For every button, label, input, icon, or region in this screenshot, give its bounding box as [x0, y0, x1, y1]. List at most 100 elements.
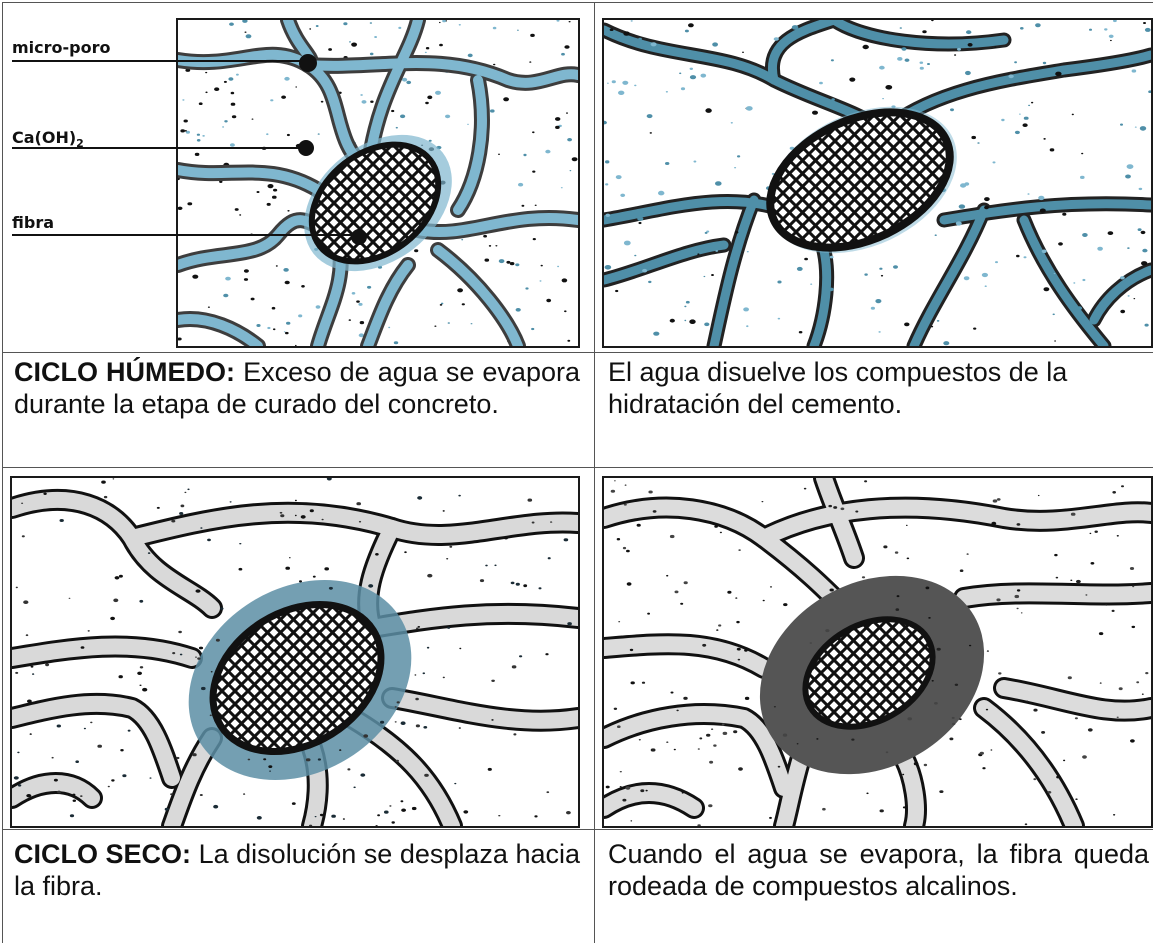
- matrix-speck: [196, 139, 201, 142]
- matrix-speck: [493, 63, 496, 66]
- matrix-speck: [1038, 195, 1045, 201]
- matrix-speck: [229, 22, 234, 26]
- matrix-speck: [139, 684, 142, 686]
- matrix-speck: [195, 589, 201, 593]
- matrix-speck: [959, 718, 962, 721]
- matrix-speck: [353, 786, 356, 789]
- matrix-speck: [417, 626, 421, 628]
- matrix-speck: [389, 805, 392, 807]
- matrix-speck: [305, 758, 311, 762]
- fiber-outline: [308, 141, 442, 265]
- matrix-speck: [623, 240, 631, 246]
- matrix-speck: [958, 204, 966, 209]
- matrix-speck: [954, 683, 959, 686]
- matrix-speck: [531, 521, 535, 524]
- matrix-speck: [648, 490, 653, 494]
- matrix-speck: [906, 557, 910, 560]
- matrix-speck: [819, 81, 823, 85]
- matrix-speck: [564, 310, 567, 313]
- matrix-speck: [605, 183, 609, 186]
- matrix-speck: [1089, 532, 1092, 535]
- matrix-speck: [29, 733, 32, 735]
- matrix-speck: [922, 30, 927, 34]
- matrix-speck: [1076, 579, 1081, 584]
- matrix-speck: [1043, 287, 1050, 292]
- table-divider-row1: [2, 352, 1153, 353]
- matrix-speck: [239, 214, 242, 216]
- matrix-speck: [1075, 798, 1078, 800]
- matrix-speck: [934, 234, 937, 236]
- matrix-speck: [284, 280, 290, 285]
- matrix-speck: [665, 162, 670, 165]
- dissolve-illustration: [604, 20, 1151, 346]
- table-border-top: [2, 2, 1153, 3]
- matrix-speck: [1020, 612, 1023, 614]
- matrix-speck: [1113, 814, 1116, 816]
- matrix-speck: [745, 106, 753, 111]
- matrix-speck: [949, 737, 954, 741]
- matrix-speck: [517, 29, 519, 31]
- matrix-speck: [1052, 313, 1055, 316]
- matrix-speck: [402, 77, 408, 82]
- matrix-speck: [192, 274, 199, 279]
- matrix-speck: [567, 138, 572, 142]
- matrix-speck: [369, 52, 374, 56]
- matrix-speck: [439, 43, 443, 47]
- matrix-speck: [286, 133, 290, 137]
- matrix-speck: [673, 748, 676, 751]
- matrix-speck: [615, 175, 622, 180]
- matrix-speck: [966, 30, 972, 35]
- pore-channel: [1089, 265, 1151, 325]
- matrix-speck: [182, 99, 185, 101]
- matrix-speck: [709, 760, 714, 764]
- matrix-speck: [705, 108, 712, 113]
- matrix-speck: [179, 512, 184, 515]
- matrix-speck: [936, 647, 941, 651]
- matrix-speck: [284, 76, 290, 81]
- matrix-speck: [315, 25, 319, 27]
- matrix-speck: [43, 492, 47, 495]
- matrix-speck: [1087, 728, 1093, 732]
- matrix-speck: [1104, 28, 1108, 31]
- matrix-speck: [971, 135, 976, 140]
- caption-ciclo-humedo-text: Exceso de agua se evapora durante la eta…: [14, 357, 580, 419]
- matrix-speck: [279, 511, 283, 514]
- matrix-speck: [964, 182, 970, 186]
- matrix-speck: [616, 538, 621, 541]
- matrix-speck: [425, 101, 429, 105]
- leader-fibra: [12, 234, 357, 236]
- matrix-speck: [1085, 594, 1088, 596]
- matrix-speck: [394, 706, 397, 708]
- matrix-speck: [111, 779, 115, 782]
- matrix-speck: [178, 206, 183, 210]
- matrix-speck: [1121, 485, 1124, 488]
- matrix-speck: [619, 786, 622, 788]
- matrix-speck: [424, 51, 427, 54]
- matrix-speck: [360, 773, 366, 777]
- matrix-speck: [321, 518, 324, 521]
- matrix-speck: [1067, 676, 1072, 680]
- matrix-speck: [996, 598, 1001, 602]
- matrix-speck: [943, 341, 950, 346]
- pore-channel: [453, 75, 487, 215]
- caption-agua-evapora-text: Cuando el agua se evapora, la fibra qued…: [608, 839, 1149, 901]
- matrix-speck: [697, 253, 700, 255]
- matrix-speck: [769, 586, 773, 588]
- matrix-speck: [309, 28, 312, 30]
- matrix-speck: [197, 657, 201, 660]
- matrix-speck: [630, 820, 633, 822]
- matrix-speck: [72, 793, 76, 796]
- matrix-speck: [629, 648, 634, 652]
- matrix-speck: [1023, 116, 1029, 120]
- matrix-speck: [1136, 681, 1140, 684]
- matrix-speck: [965, 70, 971, 76]
- matrix-speck: [400, 800, 404, 803]
- matrix-speck: [510, 581, 515, 585]
- matrix-speck: [704, 231, 708, 234]
- matrix-speck: [230, 91, 235, 95]
- matrix-speck: [1014, 61, 1017, 64]
- matrix-speck: [665, 91, 668, 93]
- matrix-speck: [829, 255, 834, 259]
- matrix-speck: [391, 821, 395, 824]
- matrix-speck: [459, 647, 462, 650]
